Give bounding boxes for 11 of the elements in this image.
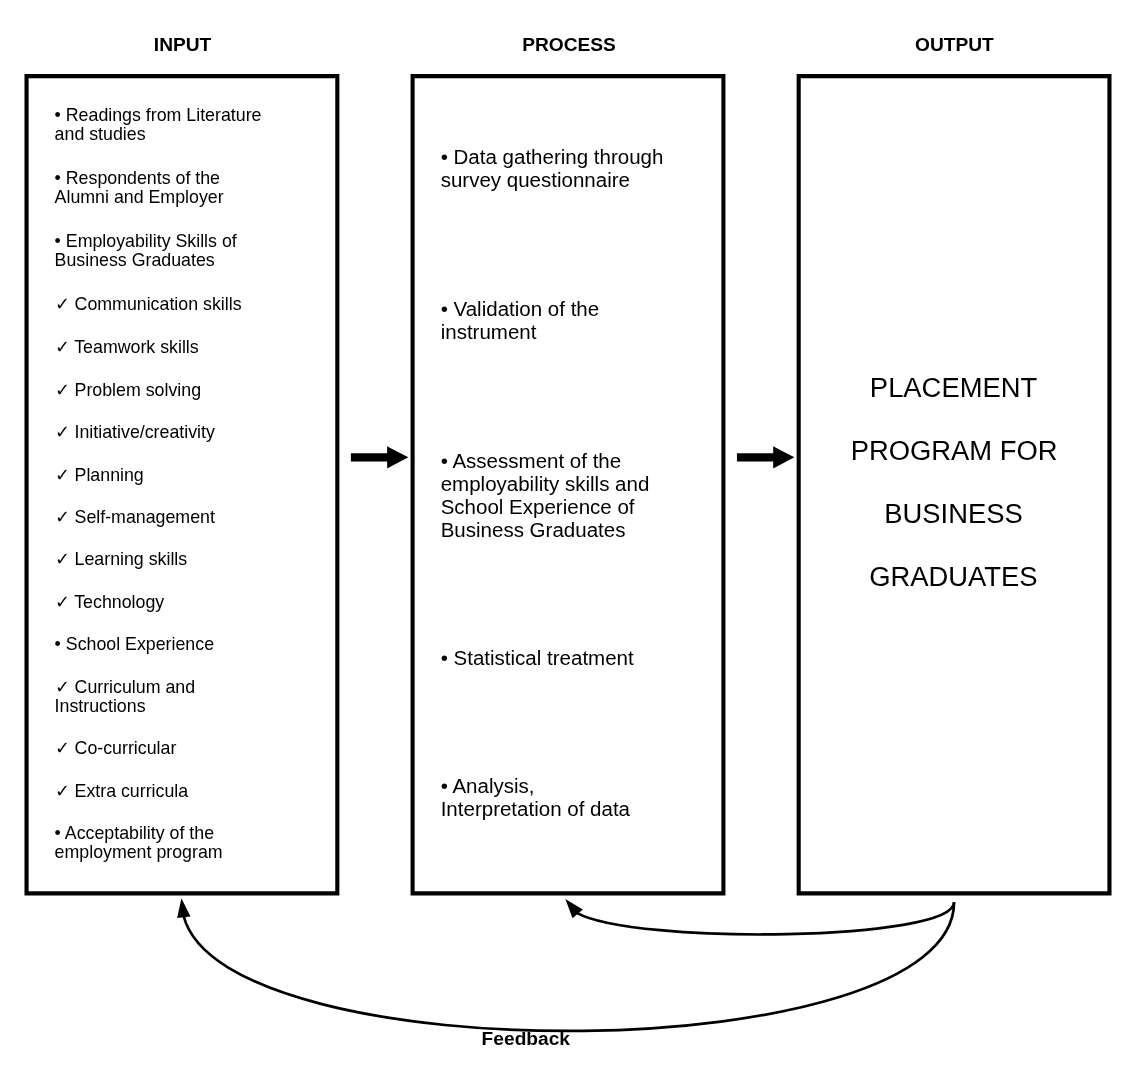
node-label: INPUT (153, 34, 212, 56)
arrow (177, 898, 956, 1033)
node-box: • Readings from Literature and studies • Respondents of the Alumni and Employer • Employability Skills of Business Graduates ✓ Communication skills ✓ Teamwork skills ✓ Problem solving ✓ Initiative/creativity ✓ Planning ✓ Self-management ✓ Learning skills ✓ Technology • School Experience ✓ Curriculum and Instructions ✓ Co-curricular ✓ Extra curricula • Acceptability of the employment program (24, 74, 340, 896)
arrow (736, 446, 795, 469)
arrow (565, 899, 956, 936)
edge-label: Feedback (481, 1027, 570, 1049)
node-label: OUTPUT (915, 34, 994, 56)
arrow (350, 446, 409, 469)
node-label: PROCESS (522, 34, 616, 56)
node-box: PLACEMENT PROGRAM FOR BUSINESS GRADUATES (796, 74, 1112, 896)
node-box: • Data gathering through survey questionnaire • Validation of the instrument • Assessment of the employability skills and School Experience of Business Graduates • Statistical treatment • Analysis, Interpretation of data (410, 74, 726, 896)
